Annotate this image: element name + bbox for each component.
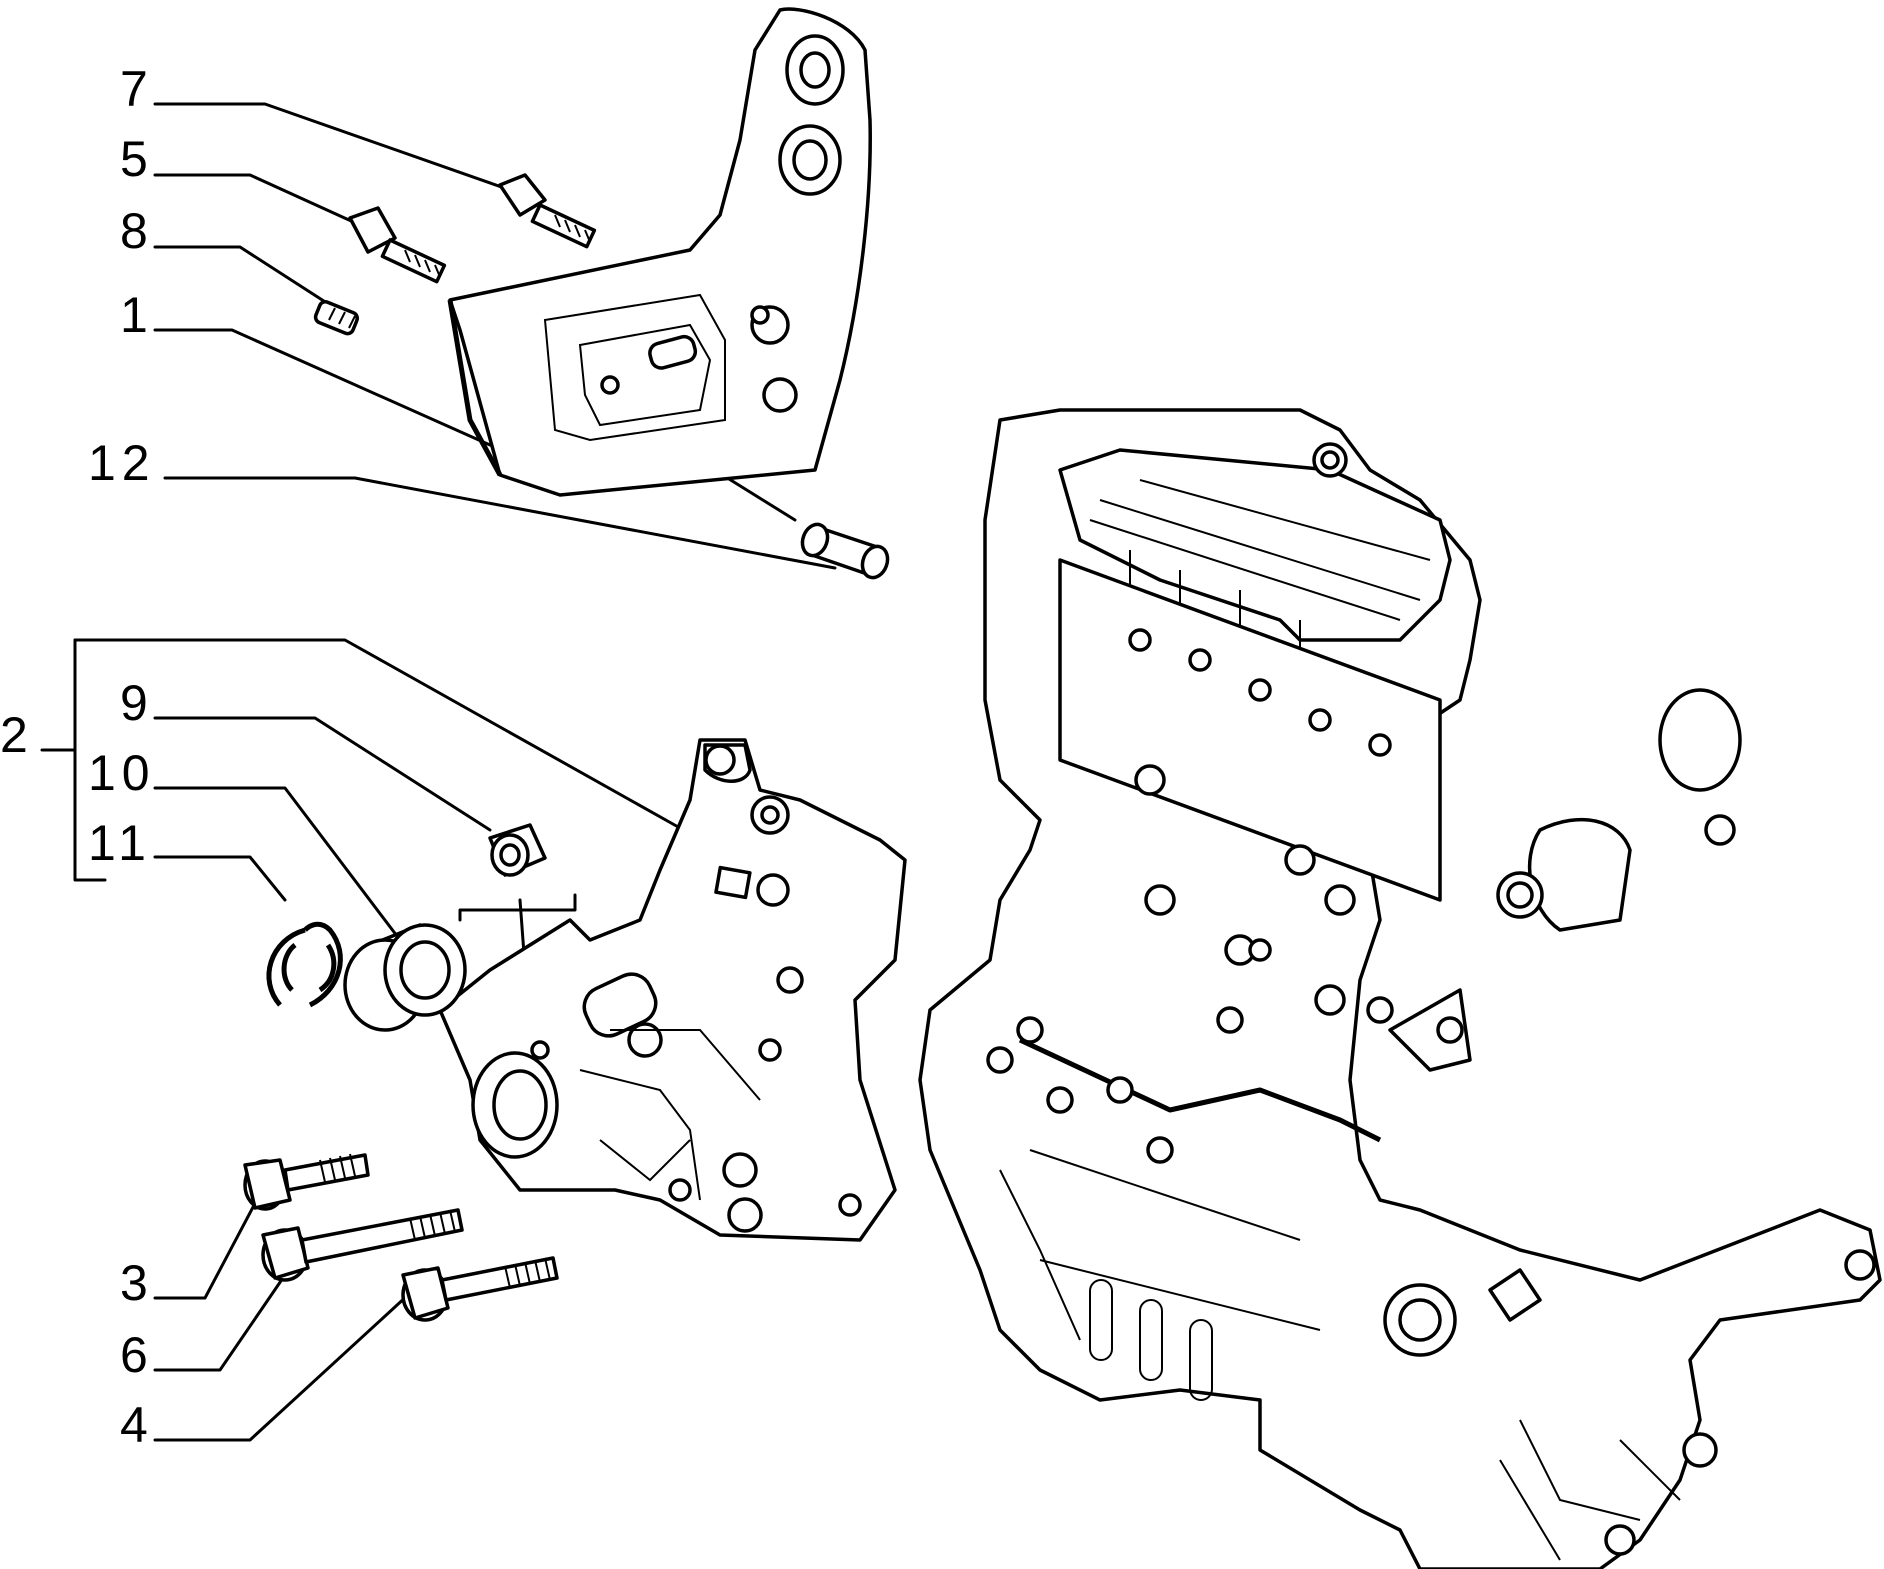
part-10-bearing <box>343 923 467 1032</box>
leader-2 <box>73 638 682 830</box>
leader-11 <box>153 855 287 902</box>
leader-10 <box>153 786 402 942</box>
part-3-bolt <box>243 1153 370 1211</box>
callout-5: 5 <box>120 131 154 187</box>
leader-8 <box>153 245 332 307</box>
leader-12 <box>163 476 837 570</box>
callout-4: 4 <box>120 1397 154 1453</box>
leader-6 <box>153 1273 287 1372</box>
part-1-upper-bracket <box>447 7 872 497</box>
callout-8: 8 <box>120 203 154 259</box>
part-4-bolt <box>401 1256 559 1322</box>
part-9-bushing <box>488 823 547 877</box>
leader-7 <box>153 102 512 192</box>
leader-9 <box>153 716 492 832</box>
part-7-bolt <box>498 173 597 249</box>
part-8-stud <box>313 300 360 336</box>
callout-2: 2 <box>0 707 34 763</box>
engine-block <box>918 408 1882 1569</box>
callout-7: 7 <box>120 61 154 117</box>
leader-5 <box>153 173 362 227</box>
part-2-lower-bracket <box>438 738 907 1242</box>
callout-9: 9 <box>120 675 154 731</box>
part-5-bolt <box>348 206 447 284</box>
part-12-bushing <box>800 522 890 580</box>
callout-10: 10 <box>88 745 156 801</box>
callout-12: 12 <box>88 435 156 491</box>
axis-bracket-2 <box>458 893 577 922</box>
leader-lines <box>40 102 837 1442</box>
leader-1 <box>153 328 492 447</box>
part-6-long-bolt <box>261 1208 464 1282</box>
leader-4 <box>153 1293 410 1442</box>
callout-3: 3 <box>120 1255 154 1311</box>
callout-6: 6 <box>120 1327 154 1383</box>
leader-3 <box>153 1173 272 1300</box>
callout-11: 11 <box>88 815 152 871</box>
part-11-circlip <box>266 921 343 1008</box>
callout-1: 1 <box>120 287 154 343</box>
